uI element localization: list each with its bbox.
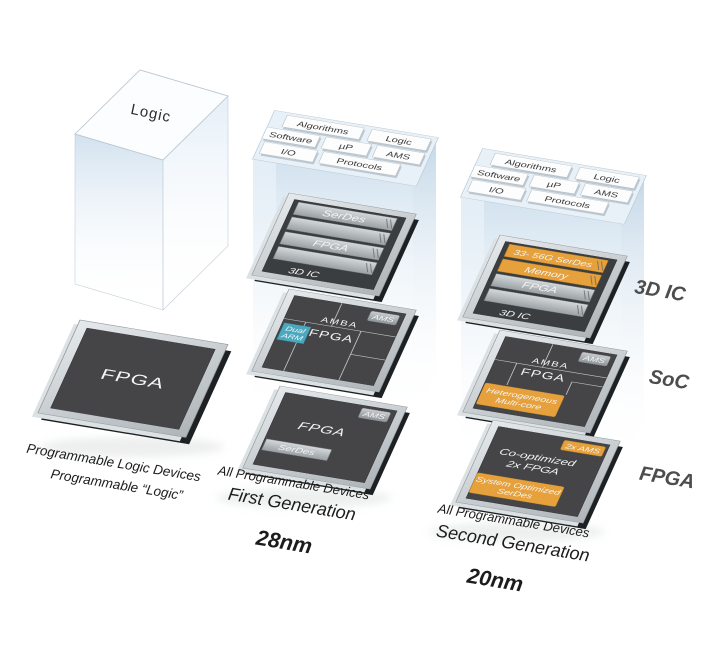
2x-ams-badge: 2x AMS xyxy=(560,440,606,457)
stacked-die-bars xyxy=(483,243,609,318)
svg-text:AMS: AMS xyxy=(361,410,387,421)
system-optimized-serdes-bar: System Optimized SerDes xyxy=(468,472,565,507)
tile-microprocessor: µP xyxy=(320,136,373,159)
ams-badge: AMS xyxy=(358,408,391,423)
svg-text:µP: µP xyxy=(337,142,354,152)
svg-text:Dual: Dual xyxy=(284,325,306,335)
tile-logic: Logic xyxy=(366,129,433,153)
tile-ams: AMS xyxy=(371,145,426,167)
tile-microprocessor: µP xyxy=(528,174,581,197)
svg-text:I/O: I/O xyxy=(487,186,505,197)
floorplan-lines xyxy=(494,344,607,395)
tile-logic: Logic xyxy=(574,167,641,191)
tile-protocols: Protocols xyxy=(318,151,402,179)
gen2-fpga-chip: 2x AMS Co-optimized 2x FPGA System Optim… xyxy=(450,419,623,530)
box-top-face: Algorithms Logic Software µP AMS I/O xyxy=(460,148,647,225)
tile-software: Software xyxy=(469,164,530,188)
gen1-soc-chip: AMS AMBA FPGA Dual ARM xyxy=(246,288,419,399)
ams-badge: AMS xyxy=(367,311,400,326)
svg-text:AMS: AMS xyxy=(370,313,396,324)
gen1-fpga-chip: AMS FPGA SerDes xyxy=(237,385,410,496)
tile-algorithms: Algorithms xyxy=(489,153,574,180)
svg-text:AMS: AMS xyxy=(385,150,412,162)
box-top-face: Algorithms Logic Software µP AMS I/O xyxy=(252,110,439,187)
svg-text:µP: µP xyxy=(545,180,562,190)
serdes-bar: SerDes xyxy=(261,438,333,461)
gen2-3dic-chip: 33- 56G SerDes Memory FPGA 3D IC xyxy=(457,234,630,345)
tile-software: Software xyxy=(261,126,322,150)
fpga-chip: FPGA xyxy=(31,319,232,445)
svg-text:AMS: AMS xyxy=(581,354,607,365)
tile-io: I/O xyxy=(466,179,527,203)
gen1-3dic-chip: SerDes FPGA 3D IC xyxy=(246,192,419,303)
tile-algorithms: Algorithms xyxy=(281,115,366,142)
dual-arm-badge: Dual ARM xyxy=(276,322,312,344)
svg-text:ARM: ARM xyxy=(279,332,304,342)
chip-die xyxy=(50,327,216,430)
box-right-face xyxy=(413,137,436,420)
logic-cube: Logic xyxy=(74,69,229,311)
cube-top-face xyxy=(74,69,229,161)
tile-protocols: Protocols xyxy=(526,189,610,217)
svg-text:AMS: AMS xyxy=(593,188,620,200)
tile-io: I/O xyxy=(258,141,319,165)
gen2-soc-chip: AMS AMBA FPGA Heterogeneous Multi-core xyxy=(457,329,630,440)
svg-text:Logic: Logic xyxy=(384,135,414,147)
tile-ams: AMS xyxy=(579,183,634,205)
svg-text:I/O: I/O xyxy=(279,148,297,159)
svg-text:Logic: Logic xyxy=(592,173,622,185)
ams-badge: AMS xyxy=(578,352,611,367)
box-right-face xyxy=(621,175,644,465)
cube-front-face xyxy=(74,133,164,311)
stacked-die-bars xyxy=(272,201,398,276)
